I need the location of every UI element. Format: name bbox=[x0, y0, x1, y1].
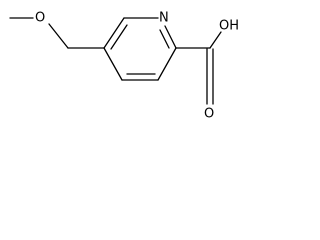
bond-c6-c5-single bbox=[103, 17, 125, 49]
carbonyl-oxygen-label: O bbox=[204, 107, 214, 122]
molecule-structure: N O OH O bbox=[9, 11, 239, 122]
bond-c-oh bbox=[209, 31, 222, 49]
bond-ch2-o bbox=[48, 23, 69, 49]
hydroxyl-label: OH bbox=[219, 19, 239, 34]
bond-c5-c4 bbox=[103, 47, 123, 81]
ether-oxygen-label: O bbox=[35, 11, 45, 26]
bond-c2-n1 bbox=[164, 25, 177, 49]
bond-c2-n1-inner bbox=[159, 29, 170, 49]
bond-c3-c2 bbox=[157, 47, 177, 81]
bond-c6-c5-inner bbox=[110, 24, 128, 50]
nitrogen-label: N bbox=[159, 11, 169, 26]
